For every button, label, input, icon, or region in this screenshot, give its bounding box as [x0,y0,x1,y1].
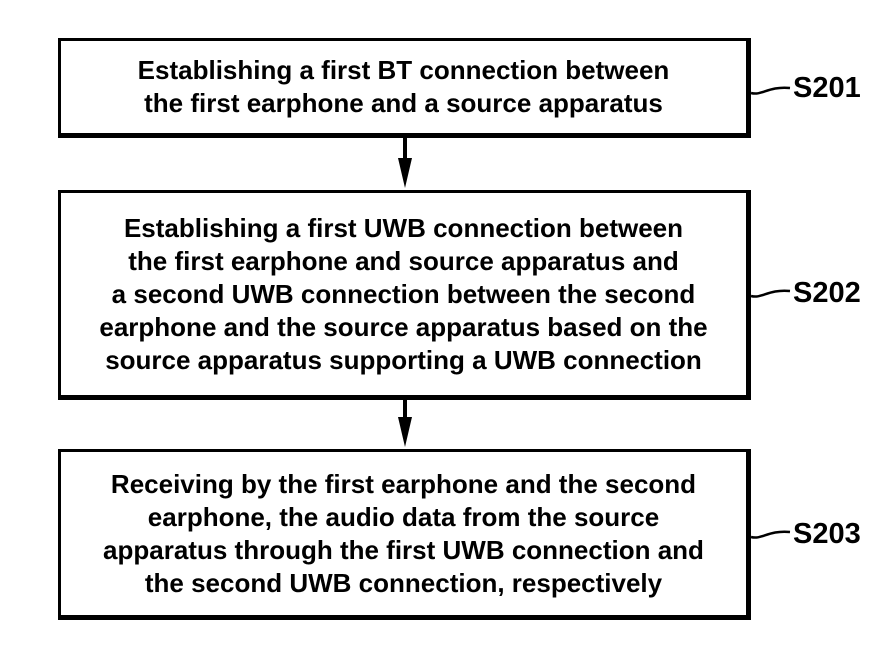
flow-step-box-s202: Establishing a first UWB connection betw… [58,190,751,400]
step-text-line: Establishing a first UWB connection betw… [123,212,684,243]
step-label-s201: S201 [793,72,861,104]
step-text-line: the second UWB connection, respectively [144,567,663,598]
step-text-line: earphone, the audio data from the source [147,501,660,532]
down-arrow-icon [398,398,412,447]
step-text-line: a second UWB connection between the seco… [111,278,696,309]
down-arrow-icon [398,136,412,188]
step-text-line: apparatus through the first UWB connecti… [103,534,704,565]
step-text-line: Establishing a first BT connection betwe… [137,55,670,85]
step-text-line: the first earphone and a source apparatu… [144,88,663,118]
flow-step-box-s201: Establishing a first BT connection betwe… [58,38,751,138]
step-text-line: the first earphone and source apparatus … [128,245,679,276]
leader-line-s201 [750,86,791,95]
step-label-s203: S203 [793,518,861,550]
step-text-line: source apparatus supporting a UWB connec… [105,344,702,375]
step-text-line: Receiving by the first earphone and the … [110,468,697,499]
leader-line-s202 [750,289,791,298]
step-label-s202: S202 [793,277,861,309]
flow-step-box-s203: Receiving by the first earphone and the … [58,449,751,620]
step-text-line: earphone and the source apparatus based … [99,311,708,342]
leader-line-s203 [750,530,791,539]
